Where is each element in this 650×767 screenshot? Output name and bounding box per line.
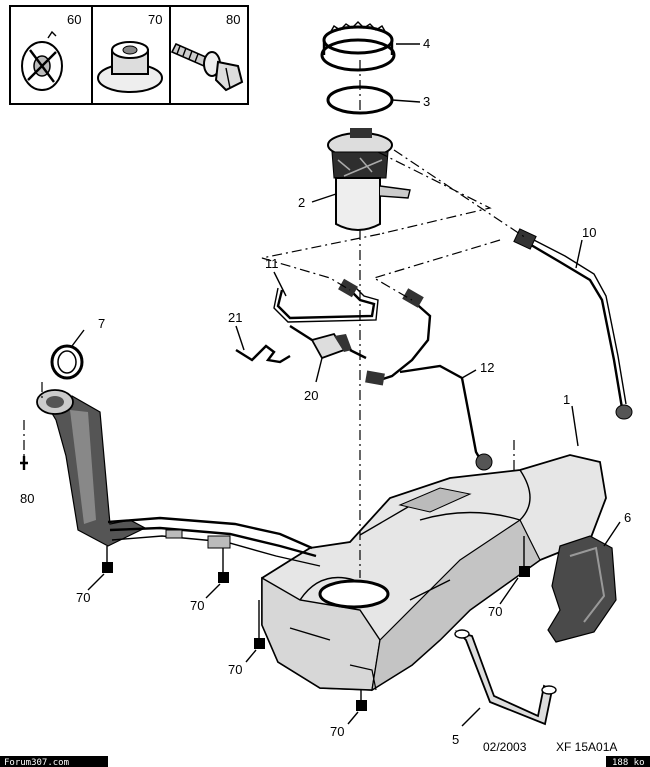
callout-21: 21 xyxy=(228,310,242,325)
legend-ref-80: 80 xyxy=(226,12,240,27)
callout-70: 70 xyxy=(330,724,344,739)
callout-70: 70 xyxy=(190,598,204,613)
drawing-code: XF 15A01A xyxy=(556,740,617,754)
callout-1: 1 xyxy=(563,392,570,407)
callout-11: 11 xyxy=(265,256,279,271)
callout-2: 2 xyxy=(298,195,305,210)
part-7-filler-seal xyxy=(50,344,84,380)
callout-80: 80 xyxy=(20,491,34,506)
mount-markers xyxy=(102,536,530,711)
callout-70: 70 xyxy=(76,590,90,605)
leader-lines xyxy=(71,43,621,727)
mount-square xyxy=(356,700,367,711)
mount-square xyxy=(218,572,229,583)
callout-4: 4 xyxy=(423,36,430,51)
callout-labels: 4 3 2 1 6 7 10 11 12 20 21 80 70 70 70 7… xyxy=(20,36,631,747)
file-size: 188 ko xyxy=(612,758,645,767)
callout-20: 20 xyxy=(304,388,318,403)
callout-70: 70 xyxy=(488,604,502,619)
assembly-lines xyxy=(23,60,527,578)
part-21-clip xyxy=(235,344,291,364)
size-bar xyxy=(606,756,650,767)
callout-5: 5 xyxy=(452,732,459,747)
part-5-tank-strap xyxy=(454,629,557,726)
watermark-text: Forum307.com xyxy=(4,758,69,767)
grommet-clip-icon xyxy=(21,30,63,91)
legend-ref-70: 70 xyxy=(148,12,162,27)
fastener-legend: 60 70 80 xyxy=(9,5,249,105)
callout-10: 10 xyxy=(582,225,596,240)
mount-square xyxy=(102,562,113,573)
mount-square xyxy=(254,638,265,649)
part-4-locking-ring xyxy=(320,21,396,72)
part-1-fuel-tank xyxy=(261,454,607,692)
part-12-harness xyxy=(365,288,493,471)
callout-7: 7 xyxy=(98,316,105,331)
drawing-date: 02/2003 xyxy=(483,740,527,754)
callout-3: 3 xyxy=(423,94,430,109)
watermark-bar xyxy=(0,756,108,767)
callout-70: 70 xyxy=(228,662,242,677)
bolt-icon xyxy=(170,42,244,92)
part-10-pump-harness xyxy=(513,228,633,420)
flange-nut-icon xyxy=(97,41,163,93)
mount-square xyxy=(519,566,530,577)
callout-6: 6 xyxy=(624,510,631,525)
fuel-pipes xyxy=(107,516,321,567)
part-6-heat-shield xyxy=(547,535,617,643)
filler-neck xyxy=(36,389,147,547)
part-2-fuel-pump-sender xyxy=(327,128,411,231)
part-11-fuel-line xyxy=(273,278,379,323)
part-20-fuel-filter xyxy=(289,324,367,360)
legend-ref-60: 60 xyxy=(67,12,81,27)
callout-12: 12 xyxy=(480,360,494,375)
part-80-bolt-marker xyxy=(20,456,28,470)
footer: 02/2003 XF 15A01A Forum307.com 188 ko xyxy=(0,740,650,767)
